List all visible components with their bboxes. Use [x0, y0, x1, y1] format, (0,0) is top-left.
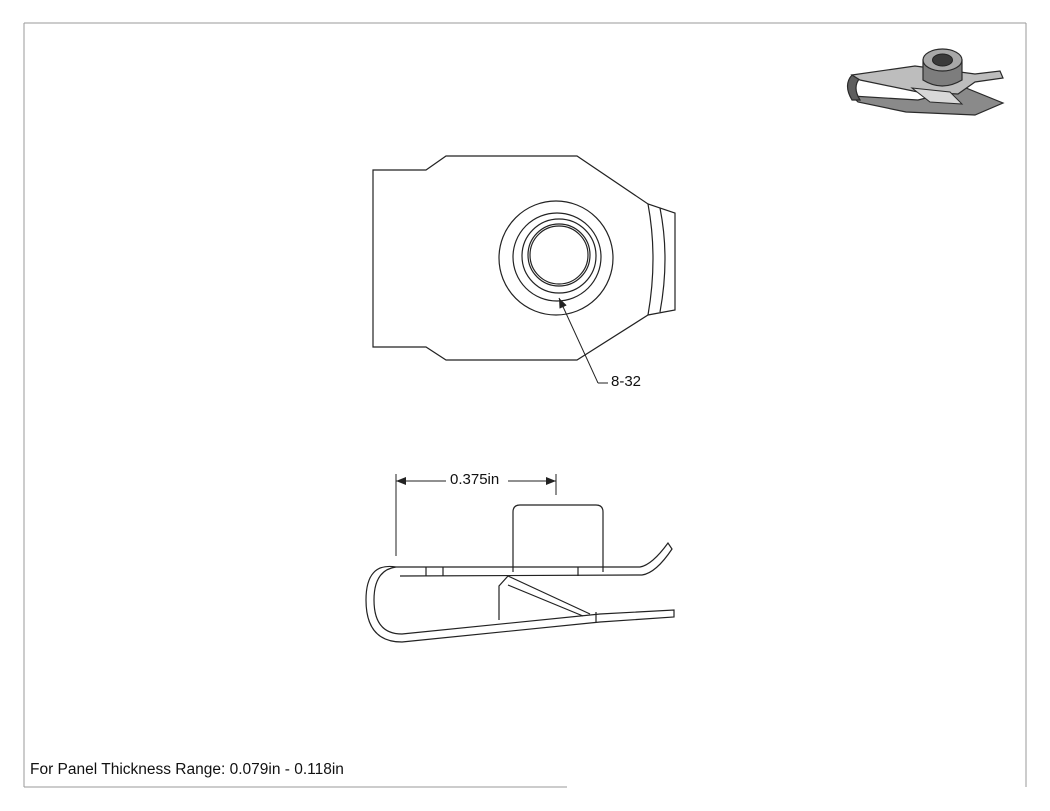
thumbnail-spring-tab — [910, 87, 964, 105]
thumbnail-barrel-hole — [932, 53, 953, 67]
top-view-outline — [372, 155, 676, 361]
thread-circle — [527, 223, 591, 287]
dimension-0375 — [395, 474, 557, 556]
side-view — [365, 504, 675, 643]
thread-minor-circle — [529, 225, 589, 285]
barrel-inner-circle — [521, 218, 597, 294]
thread-size-label: 8-32 — [611, 373, 642, 390]
thread-callout-leader — [558, 297, 608, 384]
dimension-label: 0.375in — [449, 471, 501, 488]
top-view-bend-line — [647, 203, 654, 316]
isometric-thumbnail — [846, 48, 1005, 116]
panel-thickness-note: For Panel Thickness Range: 0.079in - 0.1… — [30, 761, 344, 778]
top-view — [372, 155, 676, 361]
drawing-frame — [23, 22, 1027, 788]
barrel-outer-circle — [498, 200, 614, 316]
thumbnail-hairpin — [846, 74, 862, 101]
barrel-mid-circle — [512, 212, 602, 302]
side-view-barrel — [512, 504, 604, 572]
side-view-spring-tab — [498, 575, 591, 620]
side-view-upper-leg — [396, 541, 673, 577]
side-view-hairpin-bend — [365, 565, 675, 643]
top-view-bend-line-inner — [659, 207, 666, 313]
